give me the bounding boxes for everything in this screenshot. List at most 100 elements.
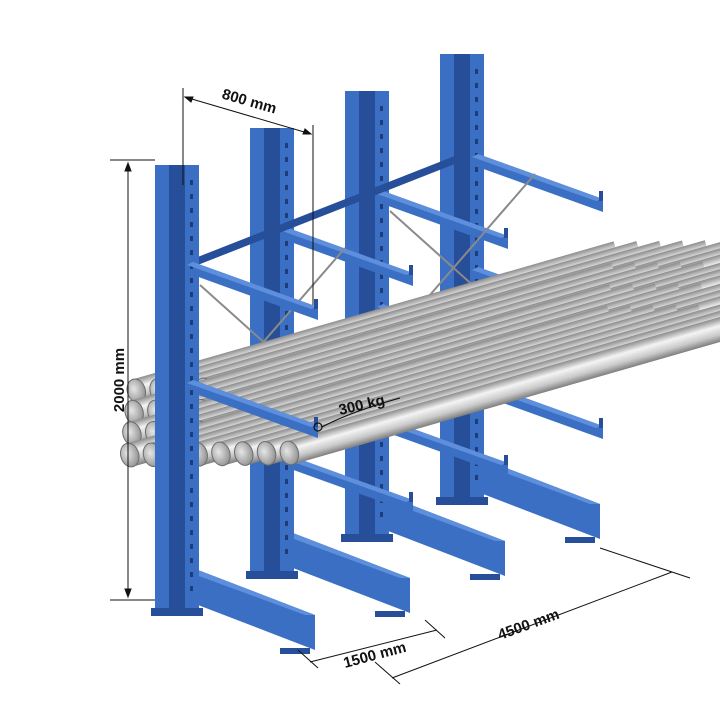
pipe-end <box>233 441 254 466</box>
arm-length-label: 800 mm <box>220 86 278 118</box>
column-hole <box>380 176 383 181</box>
column-hole <box>190 320 193 325</box>
column-hole <box>190 348 193 353</box>
arm-end-stop <box>504 455 508 465</box>
column-hole <box>190 250 193 255</box>
column-hole <box>190 460 193 465</box>
cantilever-arm-top <box>187 380 318 427</box>
column-hole <box>190 180 193 185</box>
pipe-body <box>286 303 720 465</box>
column-hole <box>475 97 478 102</box>
column-hole <box>190 418 193 423</box>
column-hole <box>475 209 478 214</box>
column-hole <box>190 208 193 213</box>
cantilever-arm-top <box>282 455 413 502</box>
column-hole <box>190 502 193 507</box>
column-hole <box>380 204 383 209</box>
column-hole <box>475 167 478 172</box>
arm-length-dimension <box>182 88 314 305</box>
column-hole <box>285 255 288 260</box>
column-hole <box>475 181 478 186</box>
column-hole <box>285 157 288 162</box>
column-foot-plate <box>151 608 203 616</box>
cantilever-arm-top <box>187 262 318 309</box>
arm-end-stop <box>409 492 413 502</box>
column-hole <box>380 162 383 167</box>
column-hole <box>380 484 383 489</box>
base-arm <box>470 454 600 539</box>
column-hole <box>380 274 383 279</box>
column-hole <box>190 404 193 409</box>
column-hole <box>190 544 193 549</box>
column-hole <box>475 251 478 256</box>
arm-load-callout <box>313 397 401 432</box>
cantilever-arm-top <box>377 191 508 238</box>
base-foot-plate <box>470 574 500 580</box>
column-hole <box>475 125 478 130</box>
column-hole <box>285 185 288 190</box>
column-hole <box>285 143 288 148</box>
column-web <box>169 165 185 610</box>
column-hole <box>190 516 193 521</box>
pipe <box>279 303 720 466</box>
column-hole <box>190 222 193 227</box>
arm-end-stop <box>314 417 318 427</box>
column-hole <box>190 488 193 493</box>
column-hole <box>285 465 288 470</box>
base-arm <box>280 528 410 613</box>
arm-end-stop <box>409 265 413 275</box>
total-length-dimension <box>374 547 691 685</box>
column-hole <box>380 512 383 517</box>
base-arm <box>185 565 315 650</box>
column-hole <box>380 470 383 475</box>
column-hole <box>190 292 193 297</box>
column-hole <box>285 521 288 526</box>
total-length-label: 4500 mm <box>496 606 562 644</box>
column-hole <box>190 236 193 241</box>
column-hole <box>380 106 383 111</box>
base-arm-top <box>177 565 315 615</box>
column-hole <box>380 134 383 139</box>
column-hole <box>285 311 288 316</box>
base-depth-dimension <box>297 619 446 669</box>
column-hole <box>475 111 478 116</box>
arm-end-stop <box>314 299 318 309</box>
column-hole <box>190 530 193 535</box>
column-hole <box>475 265 478 270</box>
column-hole <box>190 334 193 339</box>
height-dimension <box>110 159 155 601</box>
column-hole <box>475 419 478 424</box>
pipe-end <box>211 441 231 467</box>
column-hole <box>475 195 478 200</box>
column-hole <box>475 139 478 144</box>
column-hole <box>190 390 193 395</box>
pipe-group <box>119 239 720 468</box>
column-hole <box>190 446 193 451</box>
column-hole <box>190 306 193 311</box>
column-hole <box>190 474 193 479</box>
arm-end-stop <box>504 228 508 238</box>
column-hole <box>190 572 193 577</box>
base-foot-plate <box>565 537 595 543</box>
base-arm <box>375 491 505 576</box>
column-hole <box>380 218 383 223</box>
column-hole <box>285 269 288 274</box>
height-label: 2000 mm <box>111 348 128 412</box>
column-hole <box>380 456 383 461</box>
column-hole <box>190 432 193 437</box>
column-hole <box>190 376 193 381</box>
column-hole <box>380 232 383 237</box>
column-foot-plate <box>341 534 393 542</box>
pipe-end <box>256 440 277 466</box>
column-hole <box>475 237 478 242</box>
arm-end-stop <box>599 418 603 428</box>
column-hole <box>475 83 478 88</box>
column-hole <box>190 278 193 283</box>
column-hole <box>380 246 383 251</box>
column-hole <box>380 442 383 447</box>
pipe-bundle <box>119 239 720 468</box>
column-hole <box>285 493 288 498</box>
base-foot-plate <box>280 648 310 654</box>
pipe-end <box>119 442 140 468</box>
column-hole <box>190 194 193 199</box>
